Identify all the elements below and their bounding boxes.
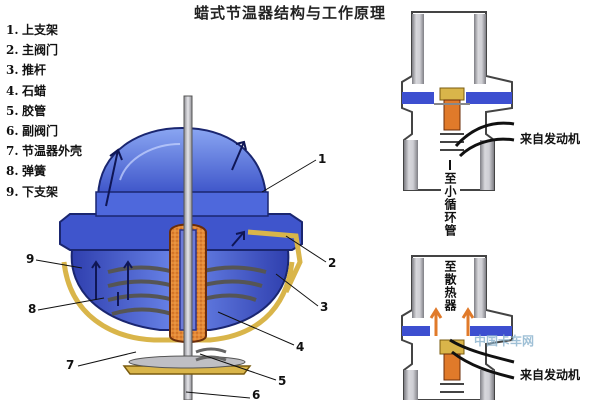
callout-8: 8 — [28, 302, 37, 316]
callout-3: 3 — [320, 300, 329, 314]
callout-1: 1 — [318, 152, 327, 166]
top-to-small-circulation-label: 至小循环管 — [441, 170, 460, 239]
bottom-from-engine-label: 来自发动机 — [520, 368, 581, 382]
callout-2: 2 — [328, 256, 337, 270]
legend-item: 3.推杆 — [6, 63, 47, 78]
callout-7: 7 — [66, 358, 75, 372]
legend-item: 9.下支架 — [6, 184, 59, 199]
callout-9: 9 — [26, 252, 35, 266]
bottom-cross-section — [401, 255, 515, 400]
leader-lines — [35, 159, 327, 399]
push-rod — [183, 95, 193, 400]
legend-item: 4.石蜡 — [6, 83, 47, 98]
top-cross-section — [401, 11, 515, 191]
diagram-title: 蜡式节温器结构与工作原理 — [193, 4, 386, 22]
dome-upper-bracket — [96, 126, 268, 197]
legend-item: 2.主阀门 — [6, 43, 59, 58]
callout-6: 6 — [252, 388, 261, 402]
watermark: 中国卡车网 — [474, 334, 535, 348]
legend-item: 7.节温器外壳 — [6, 144, 83, 159]
parts-legend: 1.上支架 2.主阀门 3.推杆 4.石蜡 5.胶管 6.副阀门 7.节温器外壳… — [6, 20, 82, 202]
callout-4: 4 — [296, 340, 305, 354]
legend-item: 5.胶管 — [6, 103, 47, 118]
legend-item: 6.副阀门 — [6, 124, 59, 139]
flow-arrows — [91, 140, 247, 306]
top-from-engine-label: 来自发动机 — [520, 132, 581, 146]
bottom-to-radiator-label: 至散热器 — [441, 258, 460, 314]
legend-item: 8.弹簧 — [6, 164, 47, 179]
spring-left — [107, 265, 175, 316]
callout-5: 5 — [278, 374, 287, 388]
legend-item: 1.上支架 — [6, 23, 59, 37]
